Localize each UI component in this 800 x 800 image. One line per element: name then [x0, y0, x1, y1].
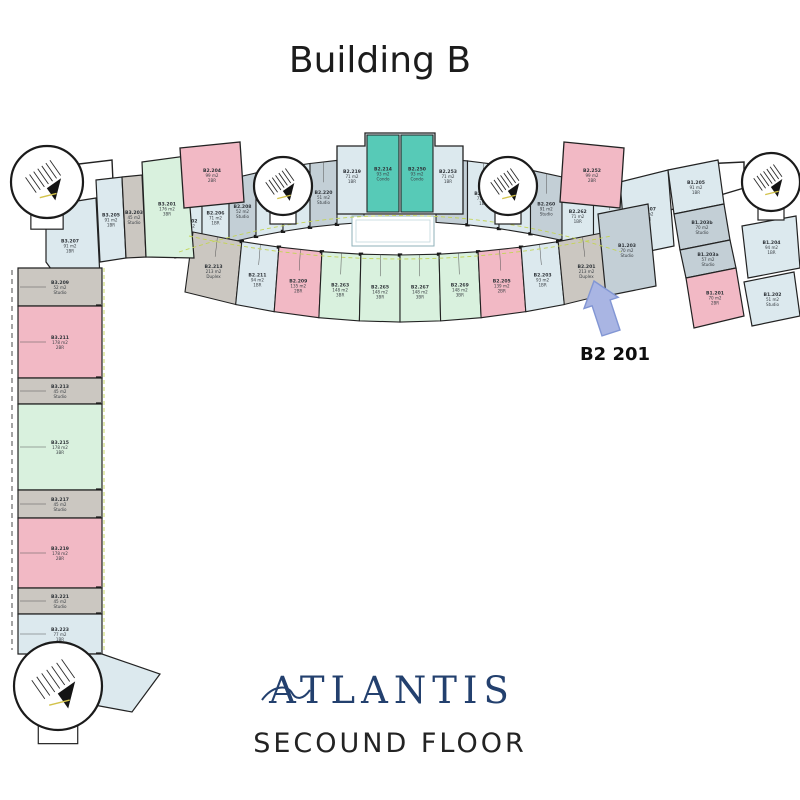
stairs-icon	[25, 159, 62, 201]
stairs-icon	[31, 659, 76, 709]
unit-callout-label: B2 201	[580, 344, 650, 365]
unit-callout: B2 201	[580, 279, 650, 365]
floor-label: SECOUND FLOOR	[253, 728, 527, 759]
stairs-icon	[753, 164, 783, 197]
building-title: Building B	[289, 40, 471, 81]
courtyard-inner	[355, 219, 431, 243]
accent-dash	[188, 235, 612, 260]
accent-dash	[178, 215, 622, 253]
stairs-icon	[490, 168, 520, 201]
unit-callout-arrow-icon	[582, 279, 621, 337]
brand-name: ATLANTIS	[268, 669, 515, 712]
stairs-icon	[265, 168, 295, 201]
logo-swash-icon	[261, 686, 311, 701]
brand-logo: ATLANTIS SECOUND FLOOR	[253, 669, 527, 759]
courtyard	[351, 215, 435, 247]
